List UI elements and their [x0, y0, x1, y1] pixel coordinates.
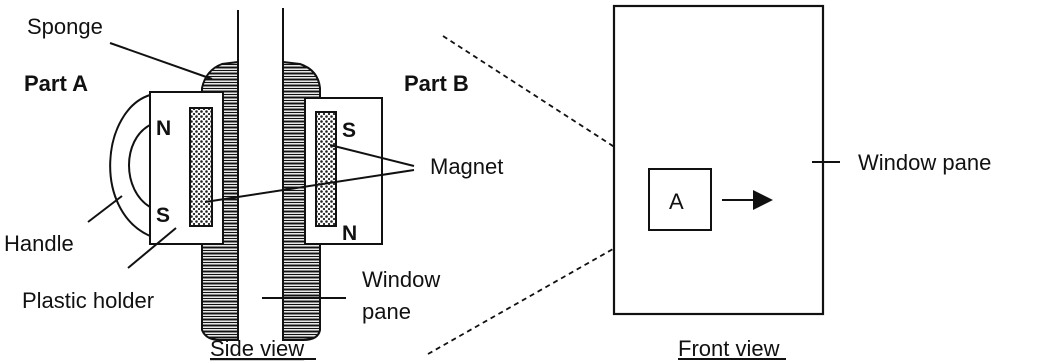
plastic-holder-leader [127, 227, 177, 269]
front-view: A Window pane Front view [612, 4, 991, 361]
handle [109, 94, 151, 237]
zoom-lines [427, 35, 651, 355]
part-a-label: Part A [24, 71, 88, 96]
front-view-caption: Front view [678, 336, 780, 361]
side-view: N S S N Sponge Part A Part B Magnet Hand… [4, 8, 503, 361]
part-b-label: Part B [404, 71, 469, 96]
handle-inner [128, 124, 151, 208]
pole-b-bottom: N [342, 222, 357, 245]
pole-a-bottom: S [156, 204, 170, 227]
window-pane-front [612, 4, 825, 316]
side-view-caption: Side view [210, 336, 304, 361]
sponge-leader [109, 42, 213, 80]
magnet-leader-a [204, 169, 415, 203]
pole-a-top: N [156, 117, 171, 140]
sponge-label: Sponge [27, 14, 103, 39]
magnet-b [315, 111, 337, 227]
box-a [648, 168, 712, 231]
magnet-leader-b [329, 144, 415, 167]
window-pane-front-label: Window pane [858, 150, 991, 175]
magnet-a [189, 107, 213, 227]
window-pane-side-label-line2: pane [362, 299, 411, 324]
pole-b-top: S [342, 119, 356, 142]
handle-leader [87, 195, 123, 223]
magnet-label: Magnet [430, 154, 503, 179]
plastic-holder-label: Plastic holder [22, 288, 154, 313]
window-pane-side-label-line1: Window [362, 267, 440, 292]
handle-label: Handle [4, 231, 74, 256]
box-a-label: A [669, 189, 684, 214]
zoom-line-bottom [427, 227, 651, 355]
